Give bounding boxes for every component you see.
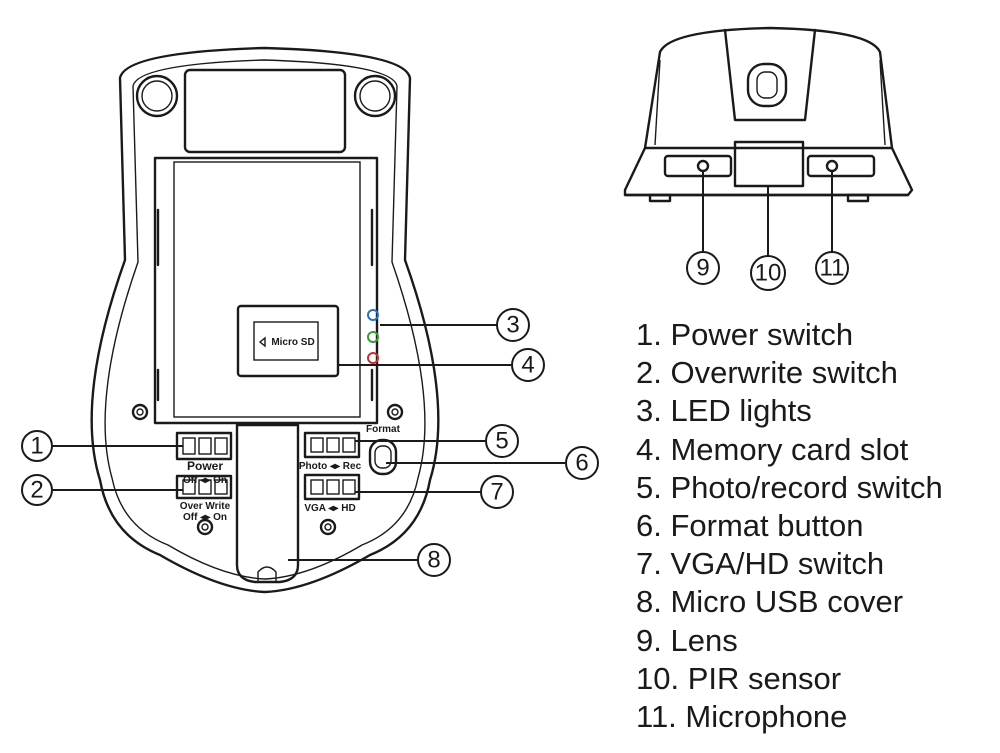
svg-text:1: 1 bbox=[30, 433, 43, 460]
overwrite-switch-label: Over Write bbox=[180, 501, 231, 512]
micro-usb-cover-tab bbox=[257, 566, 277, 582]
micro-usb-cover[interactable] bbox=[235, 423, 300, 584]
legend-item: 7. VGA/HD switch bbox=[636, 546, 885, 582]
legend: 1. Power switch 2. Overwrite switch 3. L… bbox=[636, 316, 943, 736]
callout-circle-1: 1 bbox=[21, 430, 53, 462]
legend-item: 4. Memory card slot bbox=[636, 431, 909, 467]
screw bbox=[196, 518, 214, 536]
callout-circle-11: 11 bbox=[815, 251, 849, 285]
svg-text:3: 3 bbox=[506, 312, 519, 339]
svg-text:7: 7 bbox=[490, 479, 503, 506]
top-label-plate bbox=[183, 68, 347, 154]
svg-text:10: 10 bbox=[755, 260, 782, 287]
svg-text:9: 9 bbox=[696, 255, 709, 282]
svg-text:4: 4 bbox=[521, 352, 534, 379]
power-switch[interactable] bbox=[175, 431, 233, 461]
led-green bbox=[367, 331, 379, 343]
callout-circle-6: 6 bbox=[565, 446, 599, 480]
callout-circle-3: 3 bbox=[496, 308, 530, 342]
callout-circle-9: 9 bbox=[686, 251, 720, 285]
vga-hd-switch[interactable] bbox=[303, 473, 361, 501]
vga-hd-label: VGA ◂▸ HD bbox=[304, 503, 355, 514]
lens-housing bbox=[663, 154, 733, 178]
photo-record-label: Photo ◂▸ Rec bbox=[299, 461, 362, 472]
front-view-shell bbox=[623, 26, 914, 197]
screw bbox=[319, 518, 337, 536]
front-view-top-hump bbox=[723, 28, 817, 122]
svg-text:8: 8 bbox=[427, 547, 440, 574]
legend-item: 10. PIR sensor bbox=[636, 660, 842, 696]
micro-sd-slot: Micro SD bbox=[236, 304, 340, 378]
callout-circle-4: 4 bbox=[511, 348, 545, 382]
legend-item: 8. Micro USB cover bbox=[636, 584, 904, 620]
callout-circle-2: 2 bbox=[21, 474, 53, 506]
legend-item: 6. Format button bbox=[636, 508, 864, 544]
callout-circle-5: 5 bbox=[485, 424, 519, 458]
micro-sd-label: Micro SD bbox=[271, 337, 314, 348]
lens bbox=[696, 159, 710, 173]
bottom-view: Micro SD Power Off ◂▸ On Over Write Off … bbox=[90, 46, 440, 594]
screw bbox=[131, 403, 149, 421]
microphone-housing bbox=[806, 154, 876, 178]
led-blue bbox=[367, 309, 379, 321]
format-label: Format bbox=[366, 424, 401, 435]
led-red bbox=[367, 352, 379, 364]
screw-head bbox=[136, 408, 144, 416]
screw-head bbox=[201, 523, 209, 531]
mouse-foot-right bbox=[353, 74, 397, 118]
front-view bbox=[623, 26, 914, 203]
svg-text:2: 2 bbox=[30, 477, 43, 504]
legend-item: 1. Power switch bbox=[636, 317, 854, 352]
microphone bbox=[825, 159, 839, 173]
callout-circle-7: 7 bbox=[480, 475, 514, 509]
svg-text:11: 11 bbox=[820, 255, 845, 282]
callout-circle-8: 8 bbox=[417, 543, 451, 577]
battery-compartment bbox=[153, 156, 379, 425]
overwrite-switch-states: Off ◂▸ On bbox=[183, 512, 227, 523]
legend-item: 5. Photo/record switch bbox=[636, 469, 943, 505]
screw bbox=[386, 403, 404, 421]
scroll-wheel bbox=[746, 62, 788, 108]
callout-circle-10: 10 bbox=[750, 255, 786, 291]
photo-record-switch[interactable] bbox=[303, 431, 361, 459]
mouse-inner-shell bbox=[104, 59, 426, 580]
mouse-foot-left-inner bbox=[141, 80, 173, 112]
format-button[interactable] bbox=[368, 438, 398, 476]
mouse-foot-left bbox=[135, 74, 179, 118]
screw-head bbox=[391, 408, 399, 416]
callout-lines bbox=[52, 171, 833, 561]
legend-item: 11. Microphone bbox=[636, 699, 848, 735]
svg-text:5: 5 bbox=[495, 428, 508, 455]
overwrite-switch[interactable] bbox=[175, 474, 233, 500]
legend-item: 2. Overwrite switch bbox=[636, 355, 898, 391]
mouse-foot-right-inner bbox=[359, 80, 391, 112]
power-switch-label: Power bbox=[187, 459, 223, 473]
screw-head bbox=[324, 523, 332, 531]
mouse-outer-shell bbox=[90, 46, 440, 594]
legend-item: 9. Lens bbox=[636, 622, 738, 658]
legend-item: 3. LED lights bbox=[636, 393, 812, 429]
format-button-inner bbox=[374, 445, 392, 469]
battery-compartment-inner bbox=[173, 161, 361, 418]
svg-text:6: 6 bbox=[575, 450, 588, 477]
